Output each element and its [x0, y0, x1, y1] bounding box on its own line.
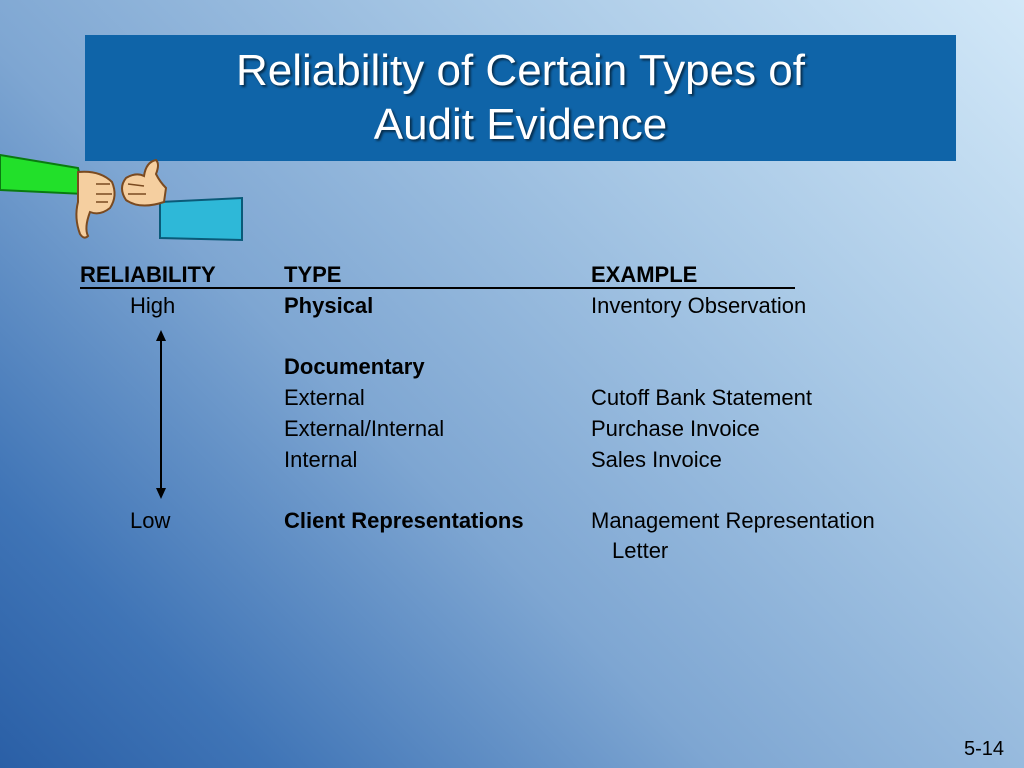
thumbs-up-hand-icon — [121, 158, 243, 242]
type-external-internal: External/Internal — [284, 416, 445, 441]
thumbs-down-hand-icon — [0, 153, 116, 239]
reliability-low: Low — [130, 508, 171, 533]
type-internal: Internal — [284, 447, 358, 472]
reliability-high: High — [130, 293, 176, 318]
header-underline — [80, 287, 795, 289]
header-example: EXAMPLE — [591, 262, 698, 287]
example-client-representations-line2: Letter — [612, 538, 669, 563]
example-client-representations-line1: Management Representation — [591, 508, 875, 533]
type-external: External — [284, 385, 365, 410]
title-line-1: Reliability of Certain Types of — [235, 46, 805, 95]
type-documentary: Documentary — [284, 354, 425, 379]
title-banner: Reliability of Certain Types of Audit Ev… — [85, 35, 956, 161]
header-type: TYPE — [284, 262, 342, 287]
example-physical: Inventory Observation — [591, 293, 807, 318]
type-client-representations: Client Representations — [284, 508, 524, 533]
example-external: Cutoff Bank Statement — [591, 385, 812, 410]
example-internal: Sales Invoice — [591, 447, 722, 472]
header-reliability: RELIABILITY — [80, 262, 216, 287]
double-arrow-icon — [156, 330, 166, 499]
title-line-2: Audit Evidence — [373, 100, 668, 149]
example-external-internal: Purchase Invoice — [591, 416, 760, 441]
type-physical: Physical — [284, 293, 374, 318]
page-number: 5-14 — [963, 738, 1004, 760]
thumbs-hands-illustration — [0, 153, 243, 242]
